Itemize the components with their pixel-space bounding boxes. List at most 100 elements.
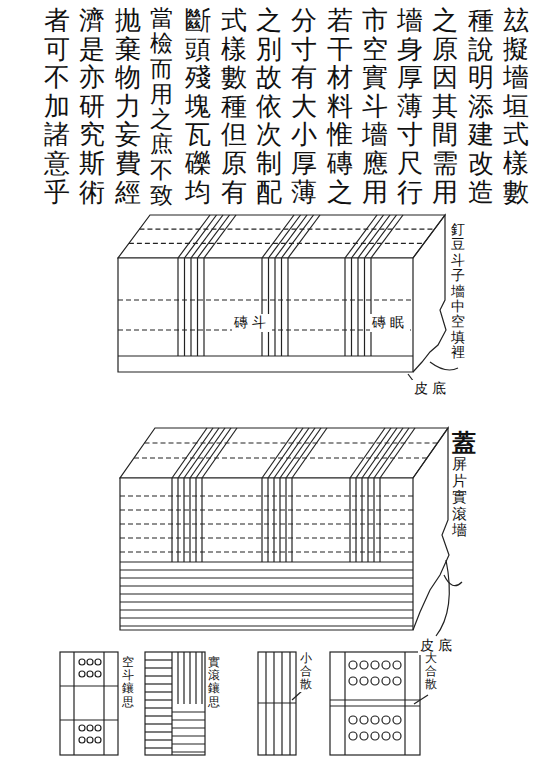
- brick-stroke: [373, 478, 374, 562]
- brick-stroke: [120, 609, 413, 610]
- rubble-stroke: [79, 671, 85, 677]
- brick-stroke: [267, 478, 268, 562]
- brick-stroke: [367, 478, 368, 562]
- brick-stroke: [145, 659, 172, 660]
- wall-label: 斗磚: [232, 314, 272, 332]
- brick-stroke: [120, 585, 413, 586]
- brick-stroke: [345, 215, 377, 258]
- brick-stroke: [364, 258, 365, 356]
- brick-stroke: [287, 258, 288, 356]
- brick-stroke: [145, 731, 172, 732]
- brick-stroke: [285, 478, 286, 562]
- brick-stroke: [281, 258, 282, 356]
- brick-stroke: [120, 537, 413, 538]
- brick-stroke: [275, 215, 307, 258]
- hollow-wall-drawing: [118, 215, 446, 372]
- brick-stroke: [286, 428, 321, 478]
- wall-label: 底皮: [418, 637, 458, 655]
- brick-stroke: [172, 743, 205, 744]
- text-column: 斷頭殘塊瓦礫均: [185, 6, 211, 206]
- wall-label: 蓋屏片實滾墻: [452, 430, 467, 539]
- brick-stroke: [269, 215, 301, 258]
- text-column: 玆擬墻垣式樣數: [503, 6, 529, 206]
- rubble-stroke: [393, 661, 401, 669]
- brick-stroke: [258, 702, 296, 703]
- brick-stroke: [185, 215, 217, 258]
- brick-stroke: [172, 727, 205, 728]
- brick-stroke: [145, 739, 172, 740]
- brick-stroke: [145, 723, 172, 724]
- solid-wall-drawing: [120, 428, 449, 630]
- brick-stroke: [189, 652, 190, 704]
- brick-stroke: [120, 577, 413, 578]
- brick-stroke: [195, 478, 196, 562]
- wall-label: 大合散: [425, 652, 437, 692]
- brick-stroke: [120, 551, 413, 552]
- wall-label: 底皮: [412, 380, 452, 398]
- rubble-stroke: [95, 659, 101, 665]
- rubble-stroke: [87, 725, 93, 731]
- brick-stroke: [371, 215, 403, 258]
- brick-stroke: [60, 685, 118, 686]
- brick-stroke: [171, 652, 172, 755]
- brick-stroke: [120, 601, 413, 602]
- brick-stroke: [197, 258, 198, 356]
- rubble-stroke: [349, 677, 357, 685]
- brick-stroke: [380, 428, 415, 478]
- brick-stroke: [282, 215, 314, 258]
- brick-stroke: [351, 258, 352, 356]
- rubble-stroke: [371, 732, 379, 740]
- rubble-stroke: [349, 716, 357, 724]
- brick-stroke: [145, 715, 172, 716]
- rubble-stroke: [393, 716, 401, 724]
- text-column: 市空實斗墻應用: [362, 6, 388, 206]
- brick-stroke: [355, 478, 356, 562]
- brick-stroke: [145, 675, 172, 676]
- brick-stroke: [273, 478, 274, 562]
- rubble-stroke: [382, 732, 390, 740]
- wall-label: 眠磚: [370, 314, 410, 332]
- brick-stroke: [134, 457, 427, 458]
- rubble-stroke: [349, 661, 357, 669]
- text-column: 種說明添建改造: [468, 6, 494, 206]
- brick-stroke: [145, 683, 172, 684]
- brick-stroke: [204, 215, 236, 258]
- brick-stroke: [330, 705, 420, 706]
- brick-stroke: [171, 478, 172, 562]
- text-column: 墻身厚薄寸尺行: [397, 6, 423, 206]
- brick-stroke: [183, 652, 184, 704]
- brick-stroke: [73, 652, 74, 755]
- rubble-stroke: [382, 677, 390, 685]
- brick-stroke: [352, 215, 384, 258]
- text-column: 分寸有大小厚薄: [291, 6, 317, 206]
- brick-stroke: [268, 258, 269, 356]
- brick-stroke: [203, 258, 204, 356]
- brick-stroke: [261, 478, 262, 562]
- brick-stroke: [172, 735, 205, 736]
- brick-stroke: [195, 652, 196, 704]
- brick-stroke: [120, 593, 413, 594]
- brick-stroke: [120, 495, 413, 496]
- brick-stroke: [145, 691, 172, 692]
- brick-stroke: [291, 478, 292, 562]
- rubble-stroke: [87, 659, 93, 665]
- brick-stroke: [178, 215, 210, 258]
- brick-stroke: [120, 561, 413, 562]
- wall-label: 實滾鑲思: [208, 656, 220, 709]
- brick-stroke: [370, 258, 371, 356]
- brick-stroke: [262, 215, 294, 258]
- wall-label: 釘豆斗子墻中空填裡: [451, 222, 465, 361]
- brick-stroke: [201, 478, 202, 562]
- rubble-stroke: [360, 732, 368, 740]
- brick-stroke: [177, 258, 178, 356]
- brick-stroke: [191, 215, 223, 258]
- brick-stroke: [261, 258, 262, 356]
- rubble-stroke: [360, 677, 368, 685]
- rubble-stroke: [87, 671, 93, 677]
- brick-stroke: [120, 523, 413, 524]
- text-column: 當檢而用之庶不致: [150, 6, 173, 208]
- brick-stroke: [379, 478, 380, 562]
- brick-stroke: [145, 442, 438, 443]
- rubble-stroke: [360, 716, 368, 724]
- brick-stroke: [177, 478, 178, 562]
